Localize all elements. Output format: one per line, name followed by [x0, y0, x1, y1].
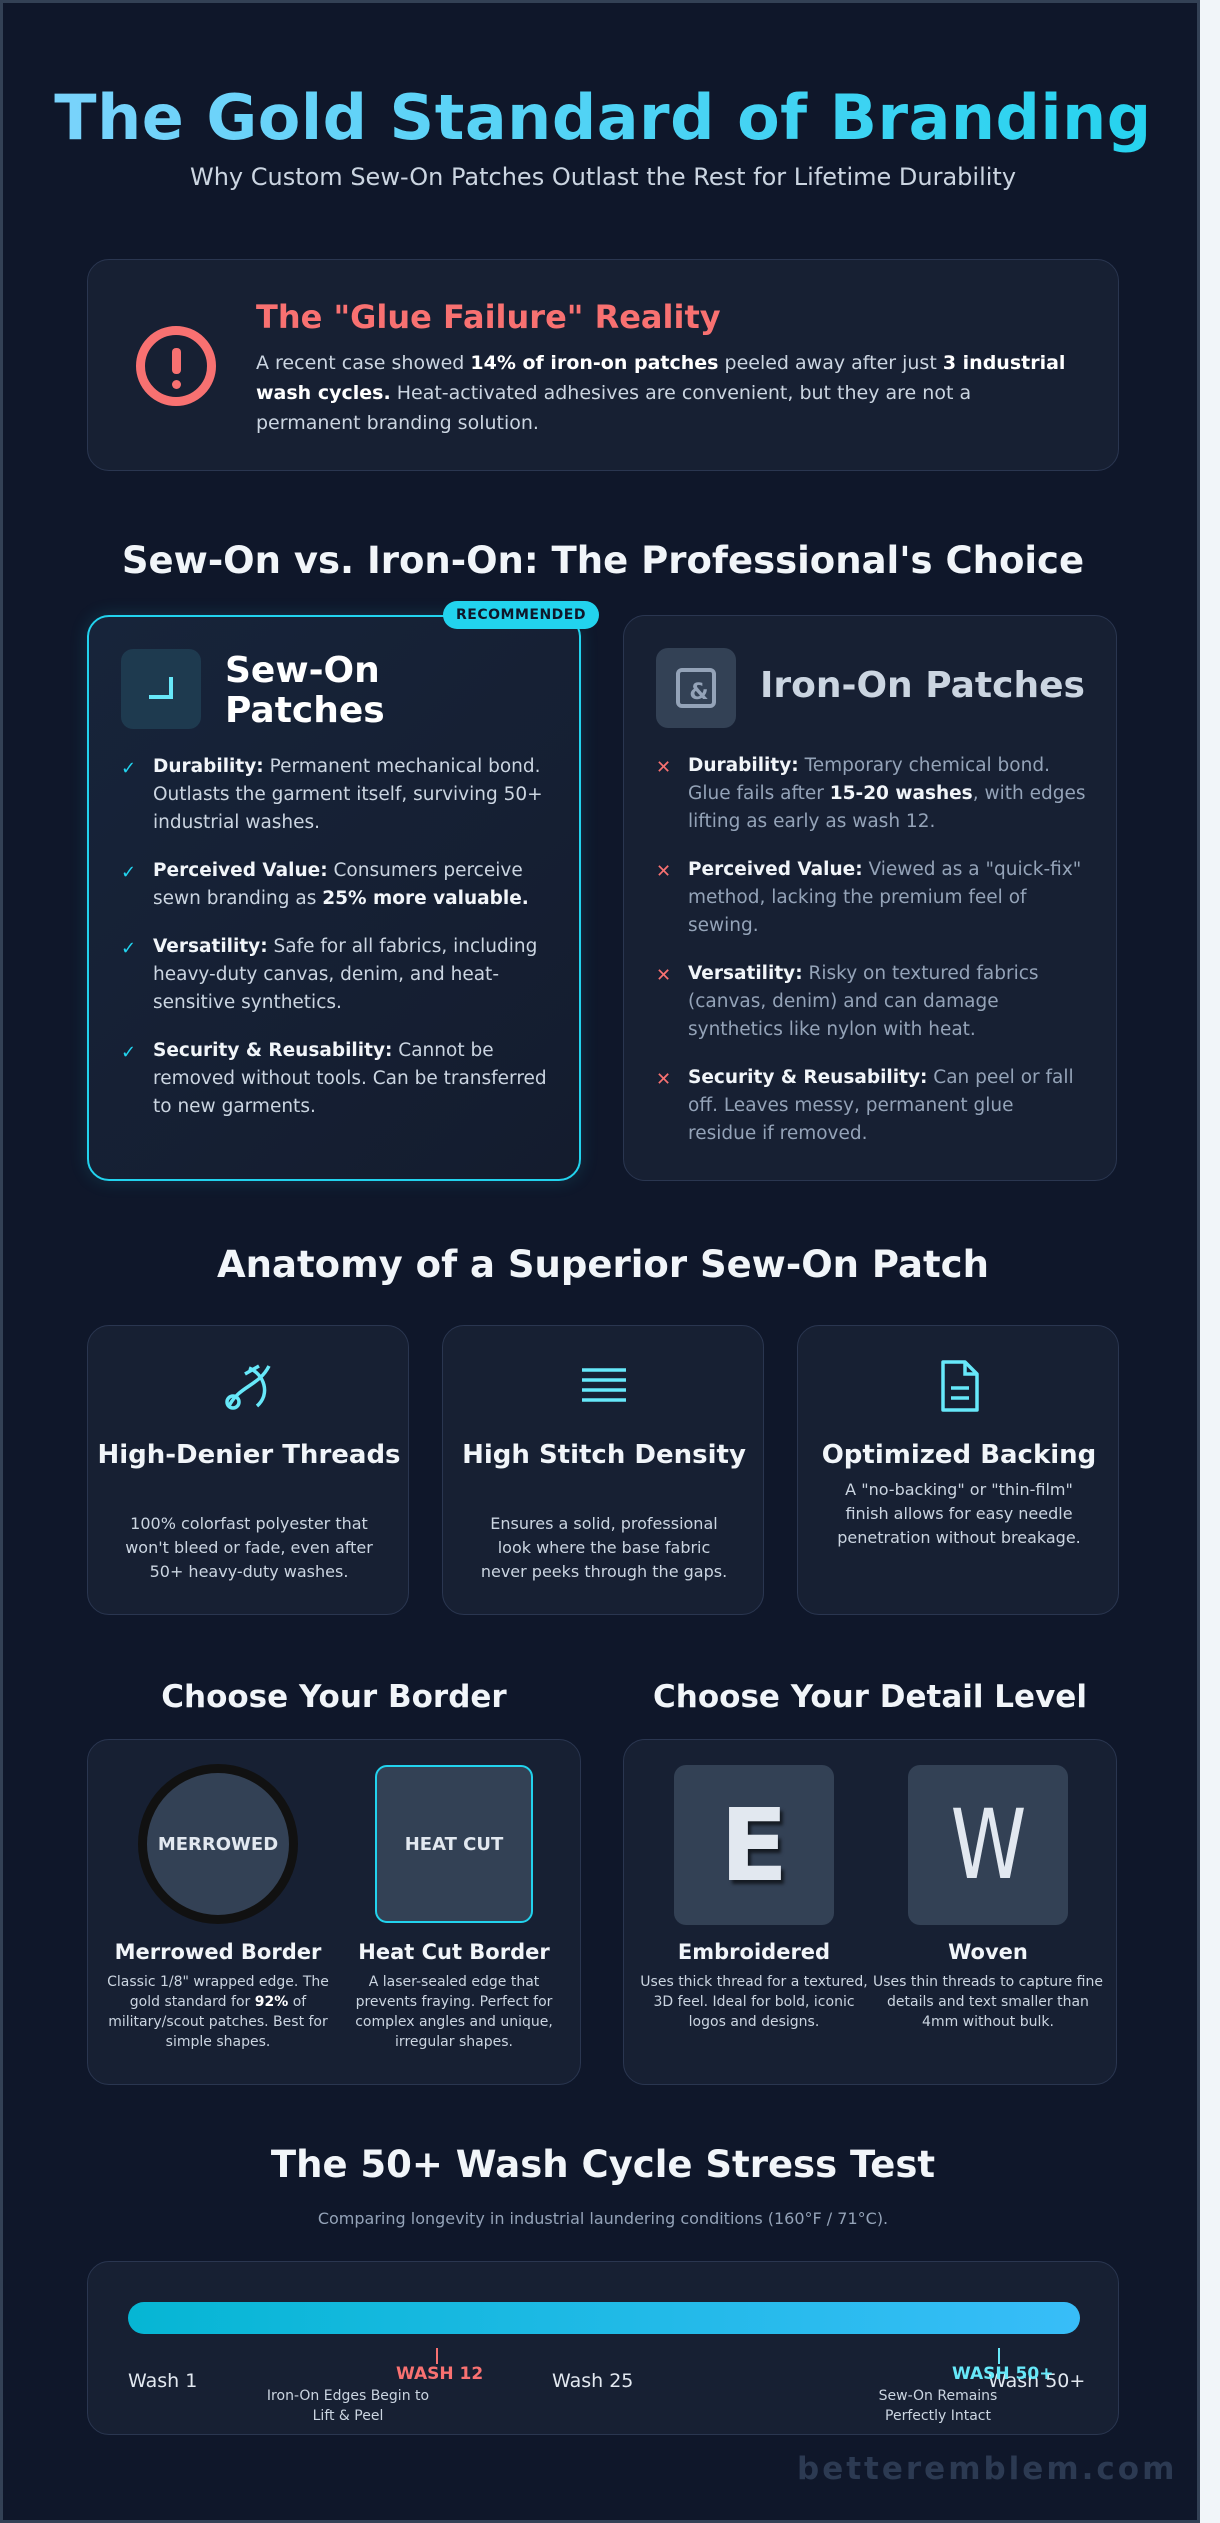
feature-card-density: High Stitch Density Ensures a solid, pro…: [442, 1325, 764, 1615]
wash-label: Wash 25: [552, 2370, 634, 2392]
iron-on-card: & Iron-On Patches ✕Durability: Temporary…: [623, 615, 1117, 1181]
list-item: ✓Durability: Permanent mechanical bond. …: [121, 756, 543, 833]
feature-text: A "no-backing" or "thin-film" finish all…: [837, 1480, 1081, 1547]
page-edge: [1200, 0, 1220, 2523]
needle-corner-icon: [121, 649, 201, 729]
stitch-lines-icon: [574, 1356, 634, 1416]
feature-card-backing: Optimized Backing A "no-backing" or "thi…: [797, 1325, 1119, 1615]
list-item: ✓Versatility: Safe for all fabrics, incl…: [121, 936, 538, 1013]
svg-text:&: &: [689, 680, 708, 705]
check-icon: ✓: [121, 938, 137, 959]
thread-needle-icon: [219, 1356, 279, 1416]
footer-brand: betteremblem.com: [797, 2451, 1178, 2487]
wash-label: Wash 1: [128, 2370, 198, 2392]
alert-text: A recent case showed 14% of iron-on patc…: [256, 352, 1066, 434]
woven-sample: W: [908, 1765, 1068, 1925]
iron-icon: &: [656, 648, 736, 728]
list-item: ✓Security & Reusability: Cannot be remov…: [121, 1040, 547, 1117]
alert-title: The "Glue Failure" Reality: [256, 298, 721, 336]
sew-on-list: ✓Durability: Permanent mechanical bond. …: [121, 753, 551, 1141]
wash-heading: The 50+ Wash Cycle Stress Test: [270, 2143, 936, 2186]
document-icon: [929, 1356, 989, 1416]
wash-timeline: Wash 1 Wash 25 Wash 50+ WASH 12 Iron-On …: [87, 2261, 1119, 2435]
sew-on-title: Sew-On Patches: [225, 650, 385, 731]
wash-subtitle: Comparing longevity in industrial launde…: [317, 2209, 889, 2228]
border-panel: MERROWED HEAT CUT Merrowed Border Classi…: [87, 1739, 581, 2085]
wash-progress-bar: [128, 2302, 1080, 2334]
iron-on-list: ✕Durability: Temporary chemical bond. Gl…: [656, 752, 1086, 1168]
heat-cut-sample: HEAT CUT: [375, 1765, 533, 1923]
cross-icon: ✕: [656, 1069, 672, 1090]
option-name: Woven: [948, 1940, 1028, 1964]
anatomy-heading: Anatomy of a Superior Sew-On Patch: [217, 1243, 989, 1286]
wash-12-marker: WASH 12: [396, 2364, 484, 2384]
recommended-badge: RECOMMENDED: [443, 601, 599, 629]
list-item: ✕Versatility: Risky on textured fabrics …: [656, 963, 1039, 1040]
feature-card-threads: High-Denier Threads 100% colorfast polye…: [87, 1325, 409, 1615]
border-heading: Choose Your Border: [161, 1679, 507, 1715]
feature-title: High-Denier Threads: [97, 1440, 401, 1470]
glue-failure-alert: The "Glue Failure" Reality A recent case…: [87, 259, 1119, 471]
cross-icon: ✕: [656, 861, 672, 882]
option-desc: Classic 1/8" wrapped edge. The gold stan…: [107, 1974, 329, 2050]
page-subtitle: Why Custom Sew-On Patches Outlast the Re…: [189, 163, 1017, 191]
option-desc: Uses thick thread for a textured, 3D fee…: [640, 1974, 868, 2030]
wash-12-note: Iron-On Edges Begin to Lift & Peel: [266, 2388, 430, 2424]
feature-title: Optimized Backing: [821, 1440, 1097, 1470]
detail-heading: Choose Your Detail Level: [653, 1679, 1087, 1715]
check-icon: ✓: [121, 758, 137, 779]
option-name: Heat Cut Border: [358, 1940, 550, 1964]
list-item: ✕Security & Reusability: Can peel or fal…: [656, 1067, 1074, 1144]
merrowed-sample: MERROWED: [138, 1764, 298, 1924]
page-title: The Gold Standard of Branding: [3, 81, 1203, 154]
comparison-heading: Sew-On vs. Iron-On: The Professional's C…: [121, 539, 1085, 582]
check-icon: ✓: [121, 1042, 137, 1063]
check-icon: ✓: [121, 862, 137, 883]
list-item: ✕Durability: Temporary chemical bond. Gl…: [656, 755, 1086, 832]
wash-12-tick: [436, 2348, 438, 2364]
list-item: ✓Perceived Value: Consumers perceive sew…: [121, 860, 529, 909]
exclamation-icon: [136, 326, 216, 406]
wash-50-marker: WASH 50+: [952, 2364, 1054, 2384]
detail-panel: E W Embroidered Uses thick thread for a …: [623, 1739, 1117, 2085]
list-item: ✕Perceived Value: Viewed as a "quick-fix…: [656, 859, 1082, 936]
wash-label: Wash 50+: [988, 2370, 1086, 2392]
embroidered-sample: E: [674, 1765, 834, 1925]
feature-text: Ensures a solid, professional look where…: [480, 1514, 728, 1581]
feature-title: High Stitch Density: [462, 1440, 746, 1470]
cross-icon: ✕: [656, 757, 672, 778]
cross-icon: ✕: [656, 965, 672, 986]
wash-50-note: Sew-On Remains Perfectly Intact: [878, 2388, 998, 2424]
option-desc: A laser-sealed edge that prevents frayin…: [355, 1974, 553, 2050]
wash-50-tick: [998, 2348, 1000, 2364]
sew-on-card: RECOMMENDED Sew-On Patches ✓Durability: …: [87, 601, 599, 1181]
option-name: Embroidered: [677, 1940, 831, 1964]
feature-text: 100% colorfast polyester that won't blee…: [125, 1514, 373, 1581]
iron-on-title: Iron-On Patches: [760, 665, 1085, 706]
option-name: Merrowed Border: [114, 1940, 322, 1964]
option-desc: Uses thin threads to capture fine detail…: [873, 1974, 1103, 2030]
